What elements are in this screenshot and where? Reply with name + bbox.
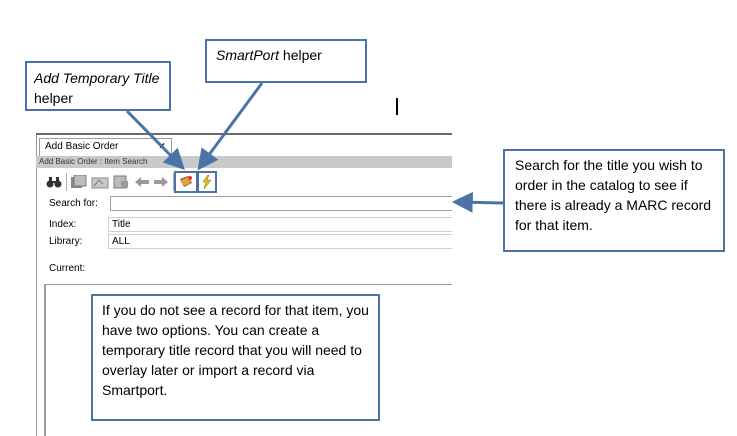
tab-add-basic-order[interactable]: Add Basic Order × — [39, 138, 172, 156]
callout-search-hint: Search for the title you wish to order i… — [503, 149, 725, 252]
back-arrow-icon[interactable] — [132, 173, 152, 191]
binoculars-icon[interactable] — [44, 173, 64, 191]
toolbar-separator — [66, 173, 67, 191]
add-temporary-title-icon[interactable] — [176, 173, 196, 191]
search-for-label: Search for: — [49, 198, 98, 209]
callout-add-temporary-title: Add Temporary Title helper — [25, 61, 171, 111]
library-label: Library: — [49, 236, 83, 247]
window-left-border — [36, 135, 37, 436]
library-select[interactable]: ALL — [108, 234, 452, 249]
arrow-search-hint — [451, 191, 504, 213]
callout-add-temporary-title-rest: helper — [34, 90, 73, 106]
callout-options-hint-text: If you do not see a record for that item… — [102, 302, 369, 398]
smartport-highlight — [197, 171, 217, 193]
callout-smartport-rest: helper — [279, 47, 322, 63]
toolbar-separator — [173, 173, 174, 191]
index-label: Index: — [49, 219, 77, 230]
record-icon[interactable] — [69, 173, 89, 191]
text-cursor — [396, 98, 398, 115]
callout-add-temporary-title-italic: Add Temporary Title — [34, 70, 160, 86]
window-top-border — [36, 133, 452, 135]
smartport-icon[interactable] — [197, 173, 217, 191]
tab-close-icon[interactable]: × — [159, 141, 165, 152]
callout-search-hint-text: Search for the title you wish to order i… — [515, 157, 712, 233]
callout-options-hint: If you do not see a record for that item… — [91, 294, 380, 421]
index-select[interactable]: Title — [108, 217, 452, 232]
current-label: Current: — [49, 263, 86, 274]
toolbar — [44, 171, 444, 193]
callout-smartport-italic: SmartPort — [216, 47, 280, 63]
search-input[interactable] — [110, 196, 452, 211]
results-pane — [44, 284, 452, 436]
tab-label: Add Basic Order — [45, 141, 119, 152]
record-icon[interactable] — [111, 173, 131, 191]
callout-smartport: SmartPort helper — [205, 39, 367, 83]
forward-arrow-icon[interactable] — [151, 173, 171, 191]
record-icon[interactable] — [90, 173, 110, 191]
window-title-strip: Add Basic Order : Item Search — [36, 156, 452, 168]
